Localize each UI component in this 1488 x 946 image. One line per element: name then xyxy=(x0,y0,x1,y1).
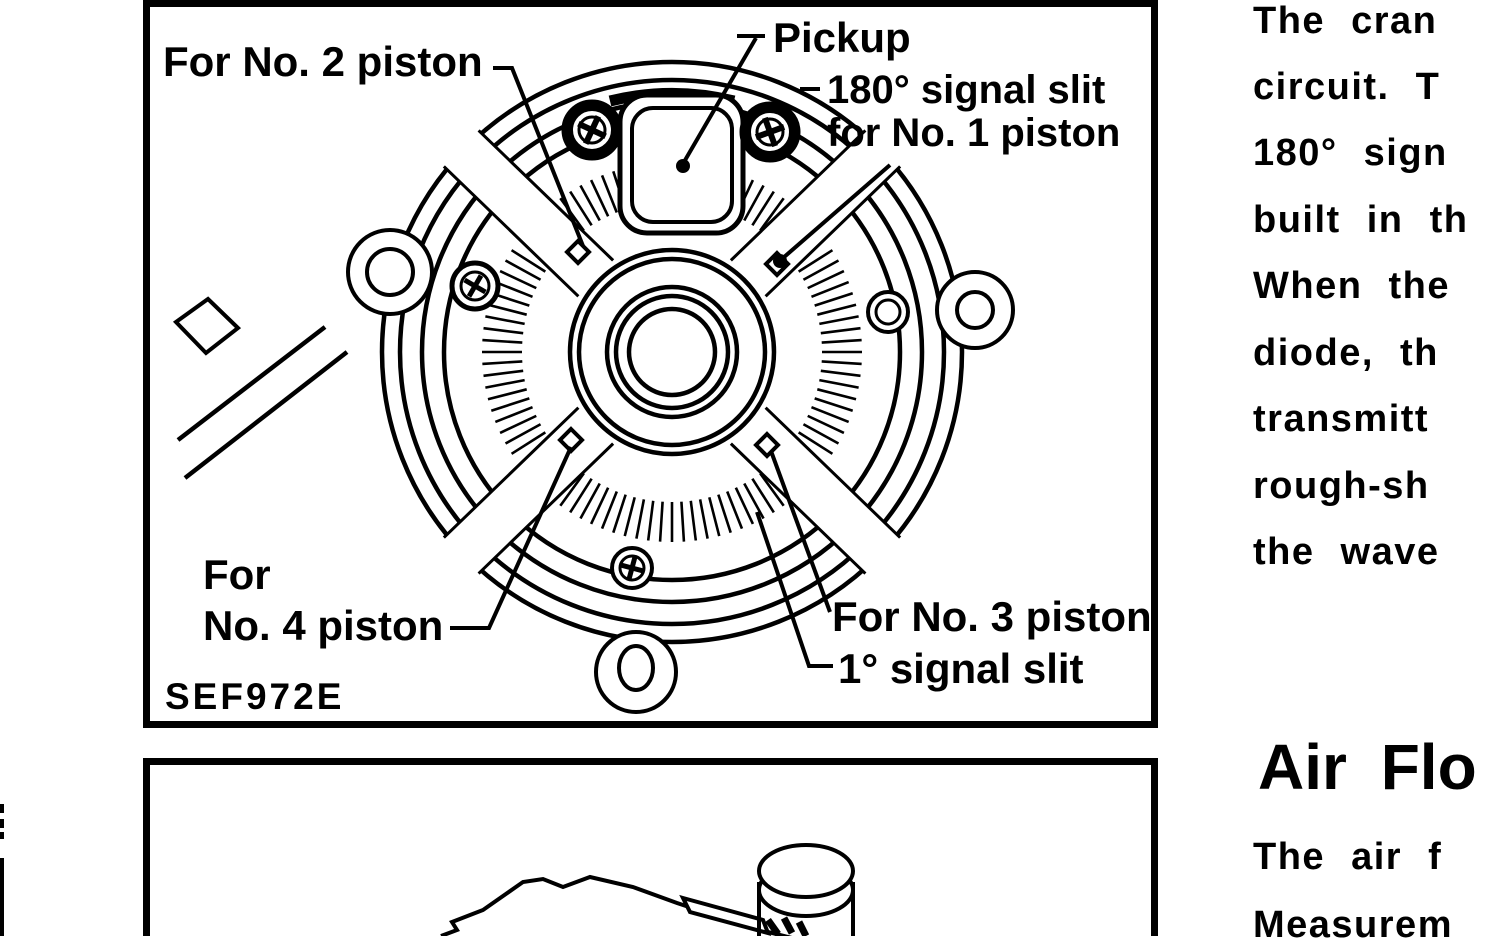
crank-angle-sensor-diagram xyxy=(172,34,1015,714)
meter-rib xyxy=(679,894,772,936)
screw-top-left xyxy=(561,99,623,161)
label-pickup: Pickup xyxy=(773,14,911,61)
edge-line xyxy=(0,858,4,936)
body-line: transmitt xyxy=(1253,398,1430,440)
label-1-signal-slit: 1° signal slit xyxy=(838,645,1084,692)
body-line: 180° sign xyxy=(1253,132,1448,174)
air-flow-meter-figure xyxy=(143,758,1158,936)
mounting-ear-right xyxy=(935,270,1015,350)
section-heading-air-flow: Air Flo xyxy=(1258,731,1477,803)
label-for-no4-line2: No. 4 piston xyxy=(203,602,444,650)
label-for-no3-piston: For No. 3 piston xyxy=(832,593,1152,640)
body-line: The cran xyxy=(1253,0,1438,42)
meter-cylinder xyxy=(757,843,855,936)
mounting-ear-bottom xyxy=(594,630,678,714)
screw-bottom xyxy=(610,546,654,590)
mounting-ear-upper-left xyxy=(346,228,434,316)
body-line: Measurem xyxy=(1253,904,1453,946)
body-line: rough-sh xyxy=(1253,465,1430,507)
rotor-hub xyxy=(567,247,777,457)
screw-right xyxy=(866,290,910,334)
label-180-signal-slit-line2: for No. 1 piston xyxy=(827,110,1121,155)
edge-dash xyxy=(0,832,4,839)
label-180-signal-slit-line1: 180° signal slit xyxy=(827,68,1106,112)
edge-dash xyxy=(0,804,4,813)
body-line: diode, th xyxy=(1253,332,1439,374)
air-flow-meter-diagram xyxy=(440,843,855,936)
label-180-signal-slit: 180° signal slit for No. 1 piston xyxy=(827,69,1120,155)
crank-angle-sensor-figure xyxy=(143,0,1158,728)
leader-lines xyxy=(450,34,892,668)
sensor-shaft xyxy=(172,296,349,480)
meter-clamp-detail xyxy=(765,916,810,936)
screw-left xyxy=(449,260,501,312)
figure-ref-code: SEF972E xyxy=(165,676,345,717)
slit-no2-piston xyxy=(564,238,592,266)
screw-top-right xyxy=(739,101,801,163)
slit-no3-piston xyxy=(753,431,781,459)
body-line: When the xyxy=(1253,265,1450,307)
label-for-no4-piston: For No. 4 piston xyxy=(203,549,443,651)
body-line: circuit. T xyxy=(1253,66,1441,108)
body-line: the wave xyxy=(1253,531,1440,573)
figure-border xyxy=(143,758,1158,936)
edge-dash xyxy=(0,819,4,828)
body-line: The air f xyxy=(1253,836,1443,878)
body-line: built in th xyxy=(1253,199,1469,241)
label-for-no2-piston: For No. 2 piston xyxy=(163,38,483,85)
label-for-no4-line1: For xyxy=(203,551,271,598)
